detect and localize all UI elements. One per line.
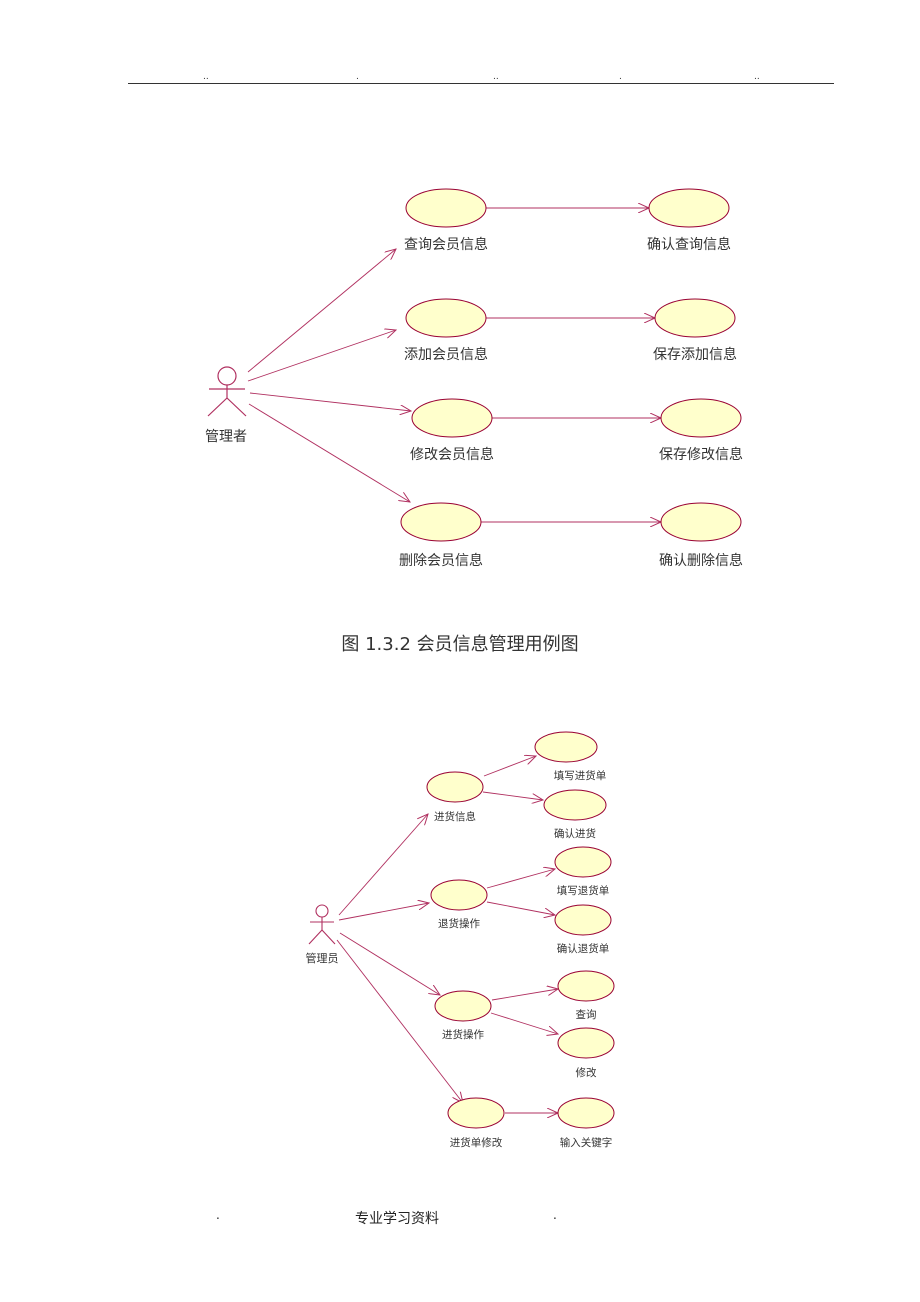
use-case-ellipse[interactable] bbox=[543, 789, 607, 821]
use-case-label: 确认查询信息 bbox=[647, 236, 731, 253]
use-case-ellipse[interactable] bbox=[411, 398, 493, 438]
header-dot: .. bbox=[203, 72, 209, 82]
use-case-label: 确认删除信息 bbox=[659, 552, 743, 569]
footer-text: 专业学习资料 bbox=[355, 1211, 439, 1227]
header-dot: . bbox=[619, 72, 622, 82]
use-case-ellipse[interactable] bbox=[557, 970, 615, 1002]
use-case-label: 确认进货 bbox=[554, 827, 596, 840]
use-case-ellipse[interactable] bbox=[660, 398, 742, 438]
use-case-ellipse[interactable] bbox=[534, 731, 598, 763]
use-case-ellipse[interactable] bbox=[405, 298, 487, 338]
association-line bbox=[482, 791, 543, 800]
use-case-ellipse[interactable] bbox=[430, 879, 488, 911]
use-case-ellipse[interactable] bbox=[400, 502, 482, 542]
use-case-label: 退货操作 bbox=[438, 917, 480, 930]
header-dot: .. bbox=[754, 72, 760, 82]
use-case-ellipse[interactable] bbox=[426, 771, 484, 803]
use-case-label: 进货信息 bbox=[434, 810, 476, 823]
use-case-ellipse[interactable] bbox=[660, 502, 742, 542]
actor-manager-icon bbox=[308, 904, 336, 945]
association-line bbox=[486, 901, 555, 915]
use-case-ellipse[interactable] bbox=[557, 1097, 615, 1129]
use-case-label: 确认退货单 bbox=[557, 942, 610, 955]
use-case-label: 查询会员信息 bbox=[404, 236, 488, 253]
use-case-ellipse[interactable] bbox=[405, 188, 487, 228]
association-line bbox=[249, 392, 411, 411]
actor-label: 管理员 bbox=[306, 951, 339, 965]
use-case-ellipse[interactable] bbox=[434, 990, 492, 1022]
use-case-ellipse[interactable] bbox=[554, 846, 612, 878]
use-case-ellipse[interactable] bbox=[557, 1027, 615, 1059]
association-line bbox=[339, 932, 440, 995]
footer-dot: . bbox=[216, 1208, 220, 1222]
association-line bbox=[491, 989, 558, 1001]
footer-dot: . bbox=[553, 1208, 557, 1222]
association-line bbox=[248, 403, 410, 502]
association-line bbox=[247, 249, 396, 373]
association-line bbox=[486, 869, 555, 889]
association-line bbox=[247, 330, 396, 382]
use-case-ellipse[interactable] bbox=[654, 298, 736, 338]
association-line bbox=[336, 939, 463, 1103]
use-case-label: 进货单修改 bbox=[450, 1136, 503, 1149]
use-case-ellipse[interactable] bbox=[447, 1097, 505, 1129]
association-line bbox=[483, 756, 536, 777]
use-case-label: 查询 bbox=[576, 1008, 597, 1021]
use-case-label: 删除会员信息 bbox=[399, 552, 483, 569]
figure-caption: 图 1.3.2 会员信息管理用例图 bbox=[341, 634, 579, 655]
use-case-label: 保存修改信息 bbox=[659, 446, 743, 463]
use-case-label: 保存添加信息 bbox=[653, 346, 737, 363]
diagram-1: 管理者 查询会员信息 确认查询信息 添加 bbox=[205, 188, 743, 569]
header-rule bbox=[128, 83, 834, 84]
actor-admin-icon bbox=[207, 366, 247, 417]
diagram-2: 管理员 bbox=[306, 731, 615, 1149]
association-line bbox=[338, 903, 429, 921]
use-case-label: 添加会员信息 bbox=[404, 346, 488, 363]
association-line bbox=[338, 814, 428, 916]
use-case-ellipse[interactable] bbox=[648, 188, 730, 228]
header-dot: .. bbox=[493, 72, 499, 82]
use-case-label: 进货操作 bbox=[442, 1028, 484, 1041]
association-line bbox=[490, 1012, 558, 1034]
use-case-ellipse[interactable] bbox=[554, 904, 612, 936]
use-case-label: 填写进货单 bbox=[554, 769, 607, 782]
use-case-label: 修改 bbox=[576, 1066, 597, 1079]
use-case-label: 修改会员信息 bbox=[410, 446, 494, 463]
header-dot: . bbox=[356, 72, 359, 82]
actor-label: 管理者 bbox=[205, 429, 247, 445]
use-case-label: 输入关键字 bbox=[560, 1136, 613, 1149]
use-case-label: 填写退货单 bbox=[557, 884, 610, 897]
